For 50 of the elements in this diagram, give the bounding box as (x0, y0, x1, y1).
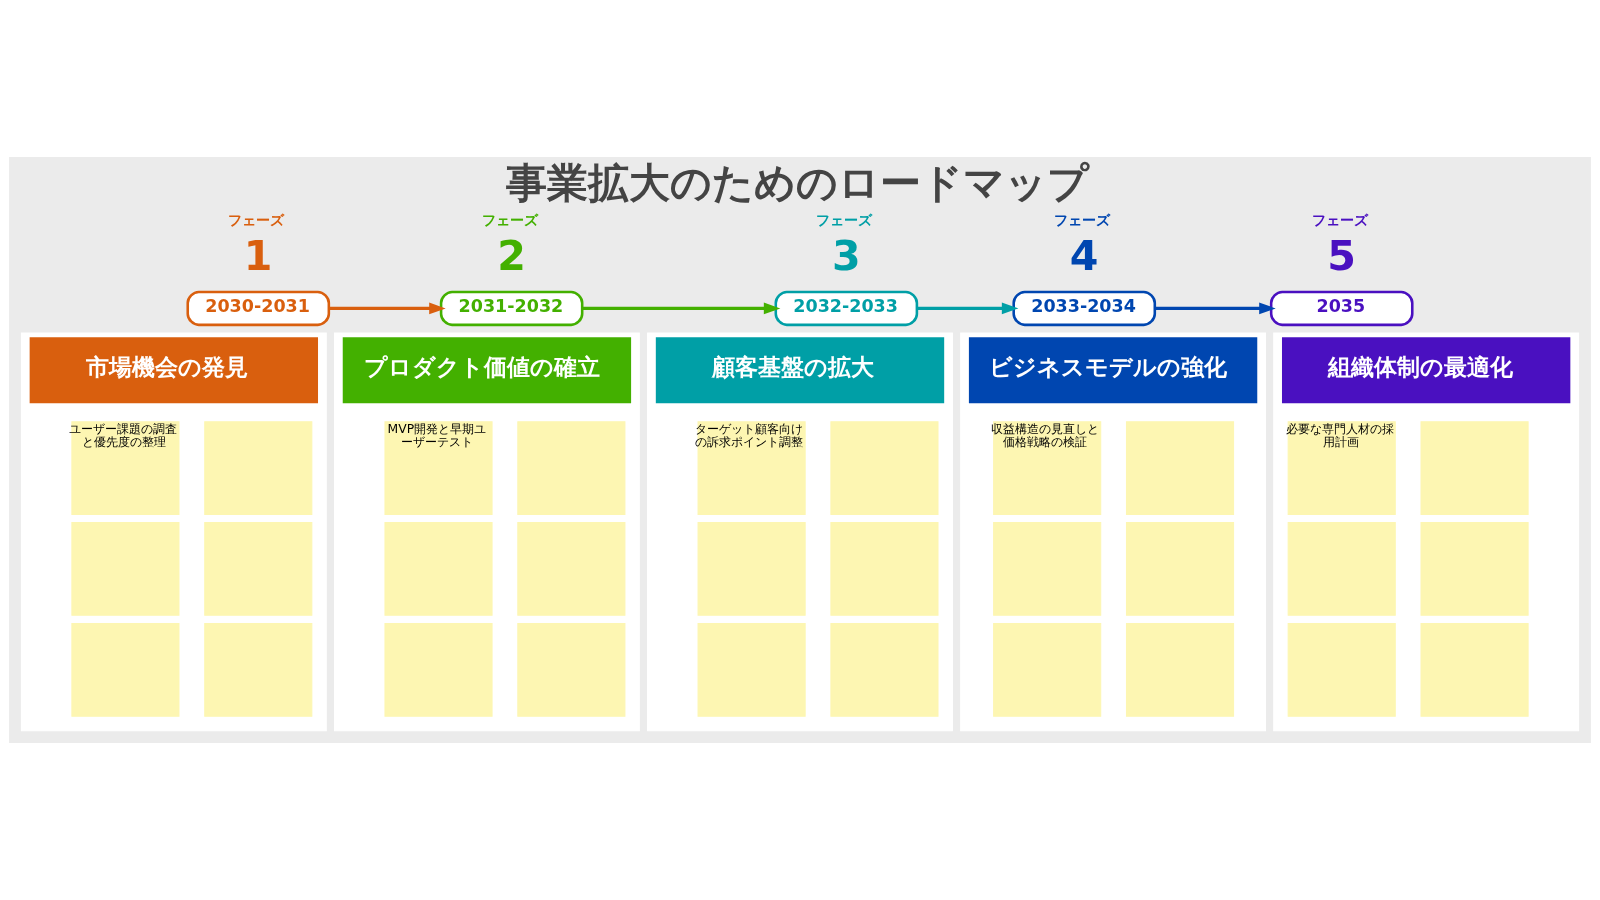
node-box (1125, 421, 1235, 515)
node-box (993, 522, 1102, 616)
node-box: 2030-2031 (186, 290, 331, 327)
node-label: フェーズ (1054, 212, 1111, 229)
node-label: フェーズ (816, 212, 873, 229)
node-box (1420, 623, 1529, 717)
node-box (204, 623, 313, 717)
node-box: 2032-2033 (774, 290, 919, 327)
node-label: 3 (831, 232, 861, 281)
node-box (830, 623, 939, 717)
node-box (384, 623, 493, 717)
node-box (71, 522, 180, 616)
node-label: 2 (497, 232, 526, 281)
node-box (517, 522, 626, 616)
arrow (329, 302, 446, 315)
node-box (1420, 421, 1529, 515)
node-box (204, 421, 313, 515)
node-box (517, 623, 626, 717)
node-box: 必要な専門人材の採用計画 (1287, 421, 1396, 515)
node-box: MVP開発と早期ユーザーテスト (384, 421, 493, 515)
node-box (1420, 522, 1529, 616)
node-label: 4 (1069, 232, 1099, 281)
node-box (1287, 522, 1396, 616)
node-box: ターゲット顧客向けの訴求ポイント調整 (697, 421, 806, 515)
node-box (830, 522, 939, 616)
node-box (993, 623, 1102, 717)
node-box (204, 522, 313, 616)
arrow (1155, 302, 1276, 315)
node-box: 2033-2034 (1012, 290, 1157, 327)
arrow (582, 302, 781, 315)
node-box (384, 522, 493, 616)
node-box (697, 623, 806, 717)
node-box (1125, 522, 1235, 616)
arrow (916, 302, 1019, 315)
node-label: 5 (1327, 232, 1356, 281)
node-label: フェーズ (1311, 212, 1368, 229)
node-box (71, 623, 180, 717)
node-label: フェーズ (481, 212, 538, 229)
node-box: ユーザー課題の調査と優先度の整理 (71, 421, 180, 515)
diagram-title: 事業拡大のためのロードマップ (505, 159, 1089, 208)
node-box: 収益構造の見直しと価格戦略の検証 (993, 421, 1102, 515)
node-box (1125, 623, 1235, 717)
node-box (697, 522, 806, 616)
node-label: フェーズ (228, 212, 285, 229)
node-box (517, 421, 626, 515)
node-box: 2035 (1269, 290, 1414, 327)
node-box: 2031-2032 (439, 290, 584, 327)
node-box (1287, 623, 1396, 717)
node-box (830, 421, 939, 515)
node-label: 1 (243, 232, 273, 281)
